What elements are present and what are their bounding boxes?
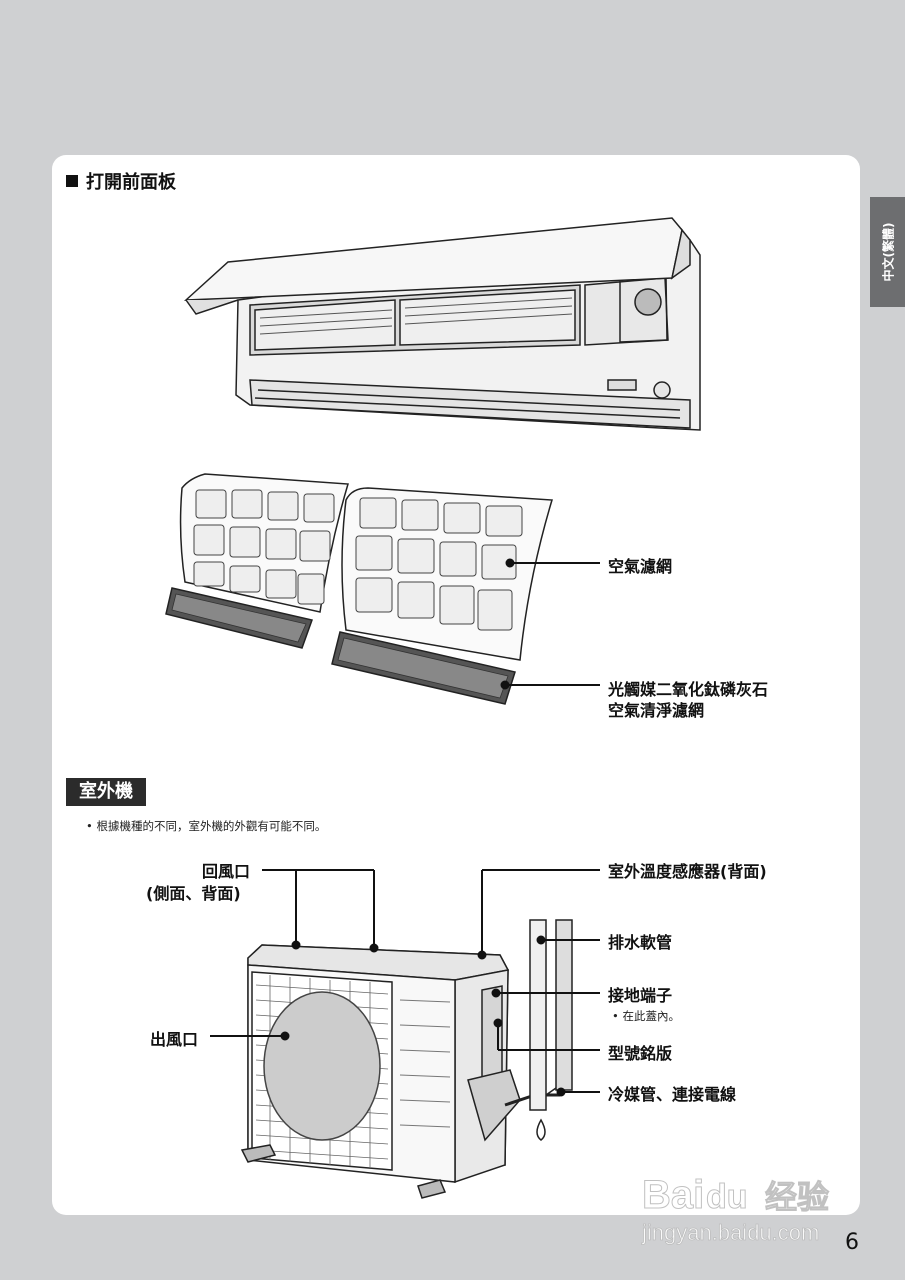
label-photocatalytic-line2: 空氣清淨濾網	[608, 701, 705, 720]
outdoor-unit-illustration	[240, 944, 560, 1199]
drain-hose-illustration	[529, 919, 573, 1141]
leader-lines-outdoor	[210, 869, 600, 1097]
earth-terminal-note: • 在此蓋內。	[612, 1009, 680, 1023]
section-heading-text: 打開前面板	[86, 172, 176, 193]
svg-text:du: du	[706, 1178, 748, 1216]
air-filter-right	[341, 487, 553, 661]
svg-text:jingyan.baidu.com: jingyan.baidu.com	[641, 1220, 819, 1245]
label-refrigerant-pipe: 冷媒管、連接電線	[608, 1085, 737, 1104]
label-drain-hose: 排水軟管	[608, 933, 673, 952]
label-air-filter: 空氣濾網	[608, 557, 673, 576]
page-number: 6	[845, 1230, 859, 1255]
air-filter-left	[179, 473, 349, 613]
label-air-inlet-line1: 回風口	[202, 862, 251, 881]
svg-text:Bai: Bai	[642, 1173, 704, 1217]
label-air-outlet: 出風口	[150, 1030, 199, 1049]
label-air-inlet-line2: (側面、背面)	[146, 884, 241, 903]
label-outdoor-temp-sensor: 室外溫度感應器(背面)	[608, 862, 767, 881]
language-tab[interactable]: 中文(繁體)	[870, 197, 905, 307]
section-heading-open-panel: 打開前面板	[66, 168, 176, 194]
leader-lines-indoor	[500, 558, 600, 690]
photocatalytic-filter-right	[331, 631, 516, 705]
label-earth-terminal: 接地端子	[608, 986, 673, 1005]
outdoor-unit-badge: 室外機	[66, 778, 146, 806]
label-model-plate: 型號銘版	[608, 1044, 673, 1063]
baidu-watermark-logo: Bai du 经验 jingyan.baidu.com	[641, 1146, 830, 1245]
indoor-unit-illustration	[183, 217, 701, 431]
square-bullet-icon	[66, 175, 78, 187]
svg-text:经验: 经验	[765, 1178, 829, 1216]
label-photocatalytic-line1: 光觸媒二氧化鈦磷灰石	[608, 680, 769, 699]
outdoor-note: • 根據機種的不同，室外機的外觀有可能不同。	[86, 819, 327, 833]
photocatalytic-filter-left	[165, 587, 313, 649]
